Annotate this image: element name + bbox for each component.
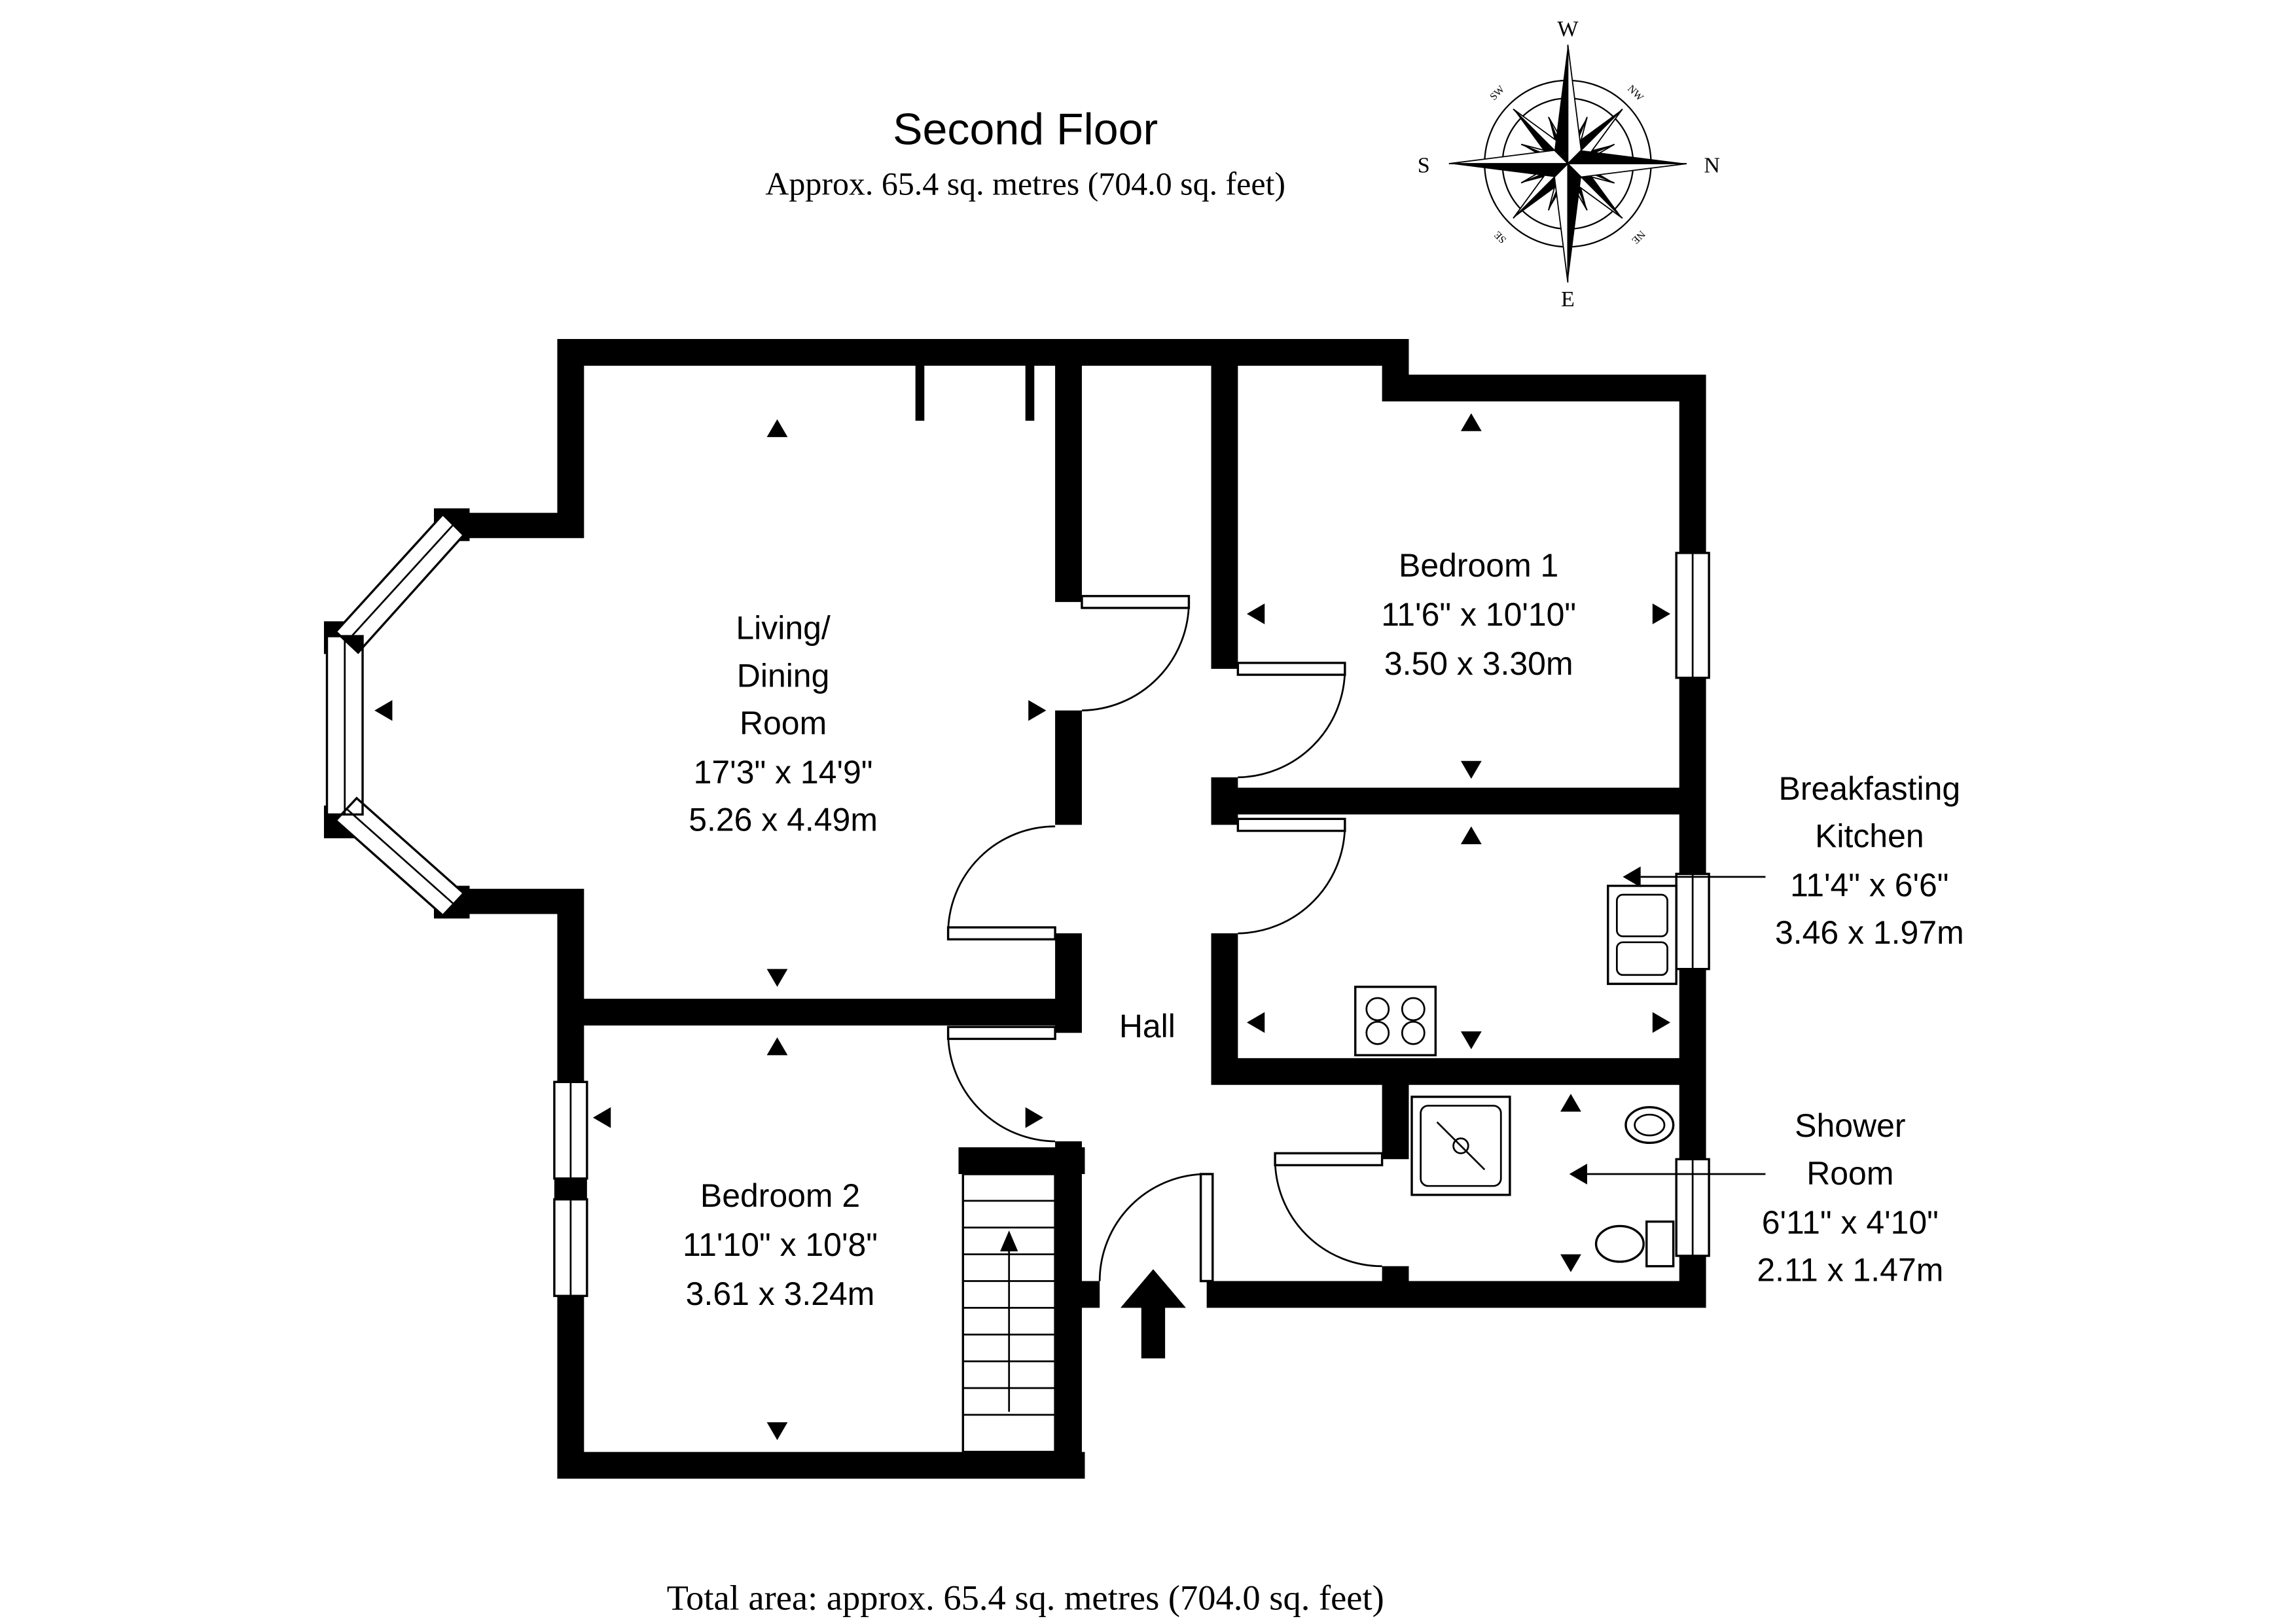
page-title: Second Floor [893,105,1158,154]
bedroom1-label: Bedroom 1 11'6" x 10'10" 3.50 x 3.30m [1381,547,1576,682]
room-dims-imperial: 11'6" x 10'10" [1381,596,1576,633]
room-name: Room [740,705,827,741]
door-swing-arcs [947,601,1382,1281]
room-name: Kitchen [1815,817,1924,854]
room-name: Living/ [736,610,830,647]
room-name: Room [1806,1155,1893,1192]
kitchen-sink [1607,884,1677,986]
room-name: Dining [737,657,830,694]
label-leader-lines [1587,876,1766,1175]
window-glazing-lines [344,524,1694,1296]
kitchen-hob [1354,986,1437,1057]
room-dims-imperial: 11'10" x 10'8" [683,1226,878,1263]
compass-rose: W N E S NW NE SE SW [1418,17,1720,312]
wash-basin [1624,1106,1675,1145]
compass-label-west: W [1557,17,1579,41]
bedroom2-label: Bedroom 2 11'10" x 10'8" 3.61 x 3.24m [683,1177,878,1312]
room-dims-imperial: 17'3" x 14'9" [694,754,873,791]
compass-label-north: N [1704,154,1720,178]
room-dims-metric: 3.46 x 1.97m [1775,914,1964,951]
room-name: Bedroom 1 [1399,547,1558,584]
windows [325,512,1710,1297]
shower-cubicle [1410,1096,1511,1196]
room-dims-metric: 3.50 x 3.30m [1384,645,1573,682]
stairs [961,1173,1056,1454]
total-area-text: Total area: approx. 65.4 sq. metres (704… [667,1577,1384,1617]
room-dims-metric: 3.61 x 3.24m [686,1275,875,1312]
room-name: Shower [1795,1107,1905,1144]
shower-room-label: Shower Room 6'11" x 4'10" 2.11 x 1.47m [1757,1107,1943,1288]
living-room-label: Living/ Dining Room 17'3" x 14'9" 5.26 x… [689,610,878,838]
hall-label: Hall [1119,1008,1175,1044]
compass-label-sw: SW [1488,84,1507,103]
room-dims-imperial: 11'4" x 6'6" [1790,866,1948,903]
compass-label-east: E [1561,287,1575,312]
compass-label-se: SE [1492,229,1509,245]
room-dims-metric: 2.11 x 1.47m [1757,1251,1943,1288]
room-name: Bedroom 2 [700,1177,860,1214]
chimney-recess [924,365,1026,430]
compass-label-south: S [1418,154,1430,178]
toilet [1594,1220,1675,1268]
entrance-arrow [1120,1269,1186,1359]
kitchen-label: Breakfasting Kitchen 11'4" x 6'6" 3.46 x… [1775,770,1964,951]
page-subtitle: Approx. 65.4 sq. metres (704.0 sq. feet) [765,166,1285,202]
room-name: Breakfasting [1779,770,1961,807]
compass-label-nw: NW [1625,83,1645,103]
compass-label-ne: NE [1630,228,1647,246]
compass-star-icon [1448,44,1687,283]
room-dims-metric: 5.26 x 4.49m [689,802,878,838]
room-dims-imperial: 6'11" x 4'10" [1762,1204,1939,1241]
